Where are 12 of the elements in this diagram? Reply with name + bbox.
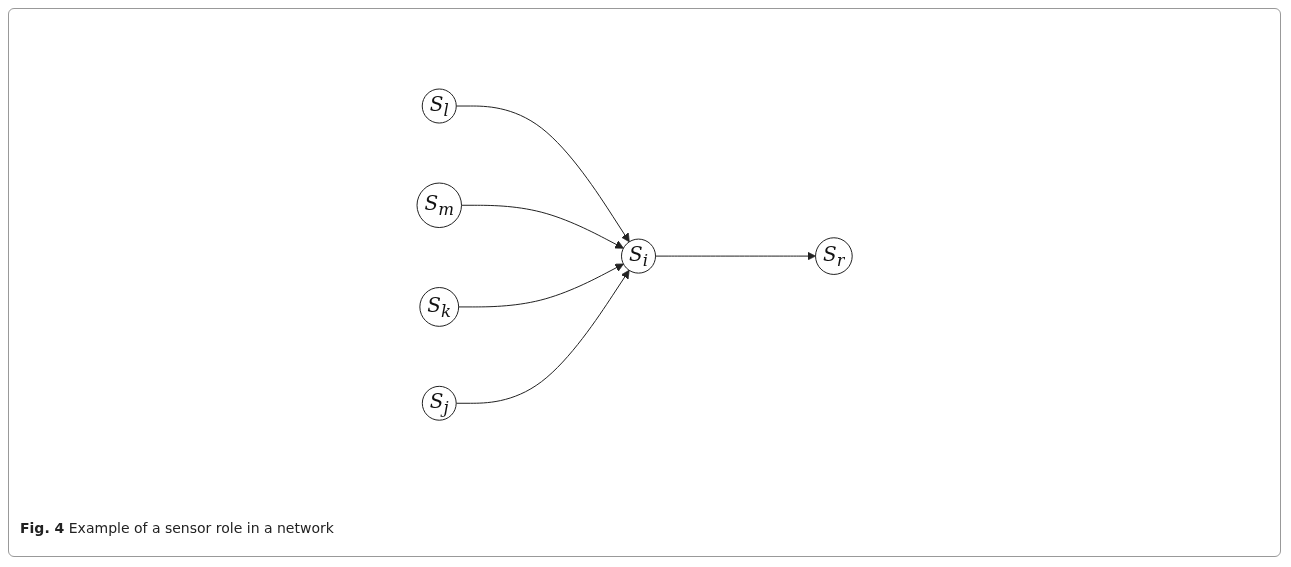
arrow bbox=[456, 105, 631, 243]
arrow bbox=[461, 205, 625, 249]
node-circle: S$_{l}$ bbox=[422, 88, 458, 124]
node-circle: S$_{i}$ bbox=[621, 238, 657, 274]
node-circle: S$_{r}$ bbox=[815, 237, 854, 276]
figure-caption: Fig. 4 Example of a sensor role in a network bbox=[20, 520, 334, 536]
arrow bbox=[456, 270, 630, 405]
arrow bbox=[458, 263, 625, 308]
node-circle: S$_{k}$ bbox=[419, 287, 460, 328]
node-circle: S$_{j}$ bbox=[422, 386, 458, 422]
node-circle: S$_{m}$ bbox=[416, 182, 463, 229]
arrow bbox=[655, 252, 817, 261]
